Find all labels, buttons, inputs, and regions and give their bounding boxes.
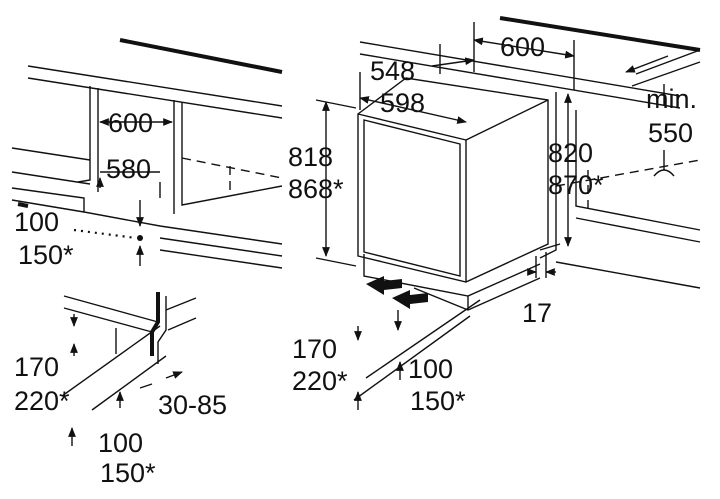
dim-niche-width-line [473,37,575,59]
dim-appliance-height-ext-top [315,99,357,109]
label-appliance-width: 598 [380,88,425,118]
right-floor-line [555,261,701,289]
left-stub [17,202,29,208]
right-plinth-slope-1 [353,315,471,401]
dim-depth-arrow [431,57,475,67]
label-foot-gap: 17 [522,298,552,328]
label-left-inner-width: 580 [106,154,151,184]
dim-left-base-point [137,235,143,241]
appliance-view: 600 548 598 818 868* 820 870* min. 550 1… [288,16,701,416]
detail-plinth-panel [150,292,160,356]
label-left-width: 600 [108,108,153,138]
right-plinth-slope-2 [365,299,481,379]
left-hidden-edge-1 [181,157,283,179]
left-worktop-top [27,65,283,107]
detail-top-right [165,297,197,311]
left-niche-view: 600 580 100 150* [11,38,283,270]
plinth-detail-view: 170 220* 30-85 100 150* [14,292,227,488]
label-detail-setback: 30-85 [158,390,227,420]
label-niche-height: 820 [548,138,593,168]
right-worktop-side-2 [631,61,701,87]
right-worktop-edge [499,16,701,52]
appliance-top-right [465,99,549,141]
detail-setback-arrow-b [139,383,153,389]
left-base-line-3 [159,237,283,257]
dim-min-depth-slant [625,55,669,73]
left-niche-wall-d [181,102,283,206]
right-worktop-top [359,41,681,97]
right-niche-step [539,243,561,251]
detail-top-right-2 [167,317,197,331]
left-floor-line-1 [11,147,91,161]
appliance-base [363,254,541,297]
dim-min-depth-bracket [653,169,675,177]
label-niche-height-alt: 870* [548,170,604,200]
label-detail-plinth: 170 [14,352,59,382]
detail-plinth-panel-back [157,296,167,364]
appliance-outline [357,77,549,283]
left-worktop-bottom [27,77,283,119]
label-left-base-height: 100 [14,207,59,237]
right-worktop-bottom [359,53,681,109]
right-niche-wall-2 [575,110,701,231]
label-right-plinth-alt: 220* [292,366,348,396]
left-niche-wall-a [77,86,91,183]
label-depth: 548 [370,56,415,86]
airflow-in-arrow [366,276,402,295]
label-appliance-height-alt: 868* [288,174,344,204]
appliance-base-lower [413,277,541,311]
label-detail-plinth-alt: 220* [14,386,70,416]
dim-appliance-height-ext-bottom [315,257,357,267]
dim-left-base-dotted [73,228,137,240]
dim-appliance-width-line [359,96,467,124]
airflow-out-arrow [392,290,428,309]
appliance-door [363,119,461,277]
label-detail-base-height-alt: 150* [100,458,156,488]
label-right-plinth: 170 [292,334,337,364]
detail-top-line-2 [63,307,153,333]
label-min-depth: 550 [648,118,693,148]
right-niche-floor [575,217,701,243]
left-base-line-4 [159,249,283,269]
label-right-base-height: 100 [408,354,453,384]
left-base-line-2 [11,199,85,213]
label-appliance-height: 818 [288,142,333,172]
left-floor-line-2 [11,171,91,185]
label-detail-base-height: 100 [98,428,143,458]
right-hidden-edge-1 [555,159,701,187]
detail-top-line-1 [63,295,159,323]
label-right-base-height-alt: 150* [410,386,466,416]
label-left-base-height-alt: 150* [18,240,74,270]
detail-slope-2 [91,355,167,411]
left-worktop-edge [119,38,283,74]
detail-slope-1 [61,325,161,397]
detail-setback-arrow-a [165,371,183,379]
label-min: min. [646,84,697,114]
label-niche-width: 600 [500,32,545,62]
right-worktop-side [635,49,701,75]
